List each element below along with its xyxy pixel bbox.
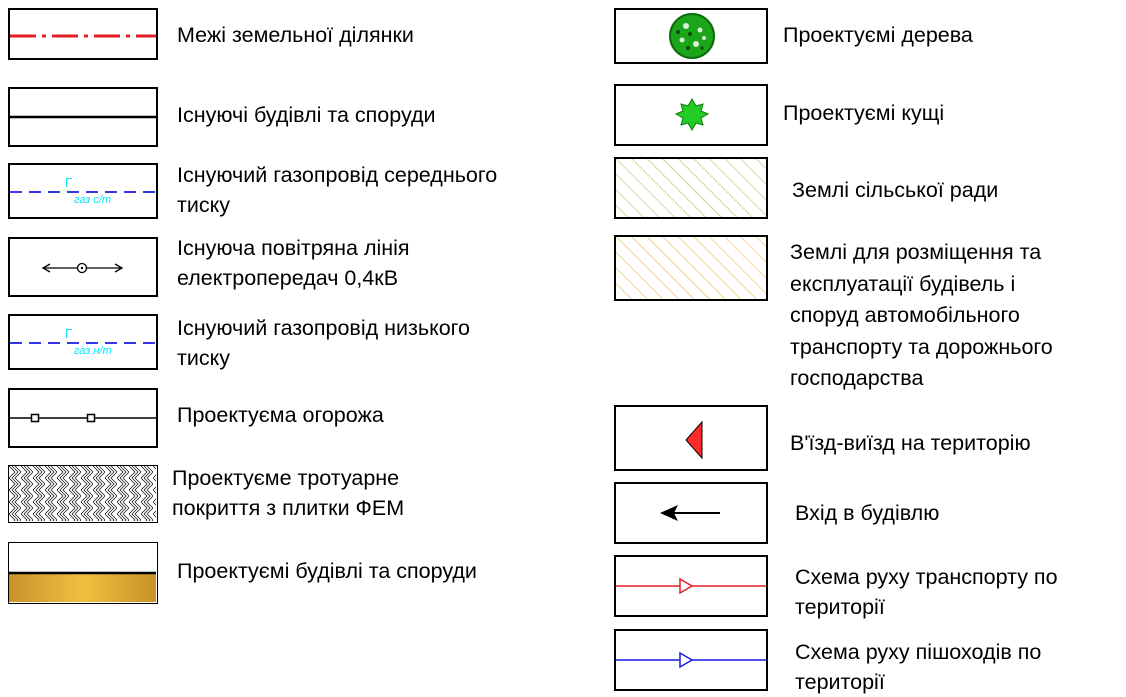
fence-label: Проектуєма огорожа: [177, 403, 384, 427]
entry-exit-symbol: [614, 405, 768, 471]
new-buildings-symbol: [8, 542, 158, 604]
traffic-scheme-symbol: [614, 555, 768, 617]
paving-label: Проектуєме тротуарне покриття з плитки Ф…: [172, 466, 405, 520]
council-land-label: Землі сільської ради: [792, 178, 999, 202]
gas-medium-label: Існуючий газопровід середнього тиску: [177, 163, 498, 217]
gas-low-symbol: Г газ н/т: [8, 314, 158, 370]
gas-medium-symbol: Г газ с/т: [8, 163, 158, 219]
land-boundary-symbol: [8, 8, 158, 60]
power-line-symbol: [8, 237, 158, 297]
gas-low-label: Існуючий газопровід низького тиску: [177, 316, 471, 370]
gas-medium-tag: газ с/т: [72, 194, 114, 206]
existing-buildings-symbol: [8, 87, 158, 147]
new-buildings-label: Проектуємі будівлі та споруди: [177, 559, 477, 583]
trees-label: Проектуємі дерева: [783, 23, 973, 47]
power-line-label: Існуюча повітряна лінія електропередач 0…: [177, 236, 410, 290]
fence-symbol: [8, 388, 158, 448]
bushes-symbol: [614, 84, 768, 146]
trees-symbol: [614, 8, 768, 64]
transport-land-label: Землі для розміщення та експлуатації буд…: [790, 240, 1053, 390]
traffic-scheme-label: Схема руху транспорту по території: [795, 565, 1058, 619]
gas-medium-letter: Г: [65, 175, 73, 190]
gas-low-tag: газ н/т: [72, 345, 114, 357]
entry-exit-label: В'їзд-виїзд на територію: [790, 431, 1031, 455]
pedestrian-scheme-symbol: [614, 629, 768, 691]
transport-land-symbol: [614, 235, 768, 301]
land-boundary-label: Межі земельної ділянки: [177, 23, 414, 47]
pedestrian-scheme-label: Схема руху пішоходів по території: [795, 640, 1042, 694]
building-entrance-label: Вхід в будівлю: [795, 501, 940, 525]
existing-buildings-label: Існуючі будівлі та споруди: [177, 103, 436, 127]
bushes-label: Проектуємі кущі: [783, 101, 945, 125]
gas-low-letter: Г: [65, 326, 73, 341]
paving-symbol: [8, 465, 158, 523]
council-land-symbol: [614, 157, 768, 219]
building-entrance-symbol: [614, 482, 768, 544]
